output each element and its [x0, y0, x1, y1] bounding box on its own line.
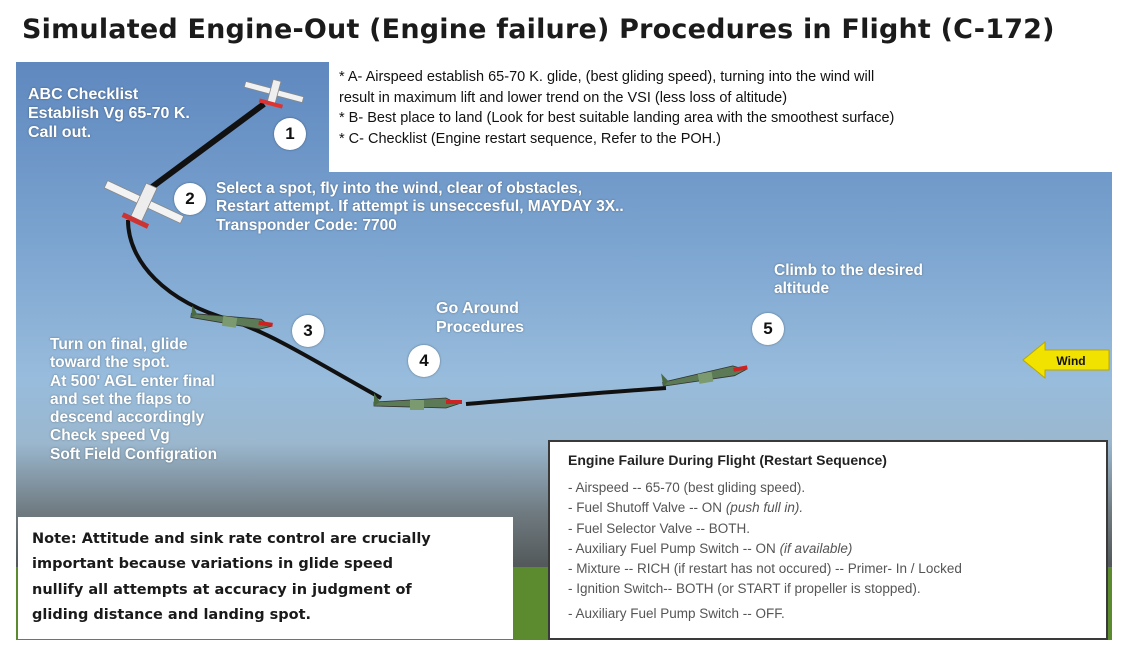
note-box: Note: Attitude and sink rate control are… — [18, 517, 513, 639]
step-4-badge: 4 — [408, 345, 440, 377]
note-line: gliding distance and landing spot. — [32, 607, 312, 624]
wind-arrow-icon: Wind — [1022, 340, 1110, 380]
note-line: Note: Attitude and sink rate control are… — [32, 531, 431, 547]
airplane-3-icon — [190, 305, 273, 330]
step-1-badge: 1 — [274, 118, 306, 150]
step-5-text: Climb to the desired altitude — [774, 262, 923, 298]
sequence-item: - Mixture -- RICH (if restart has not oc… — [568, 561, 962, 576]
abc-line: result in maximum lift and lower trend o… — [339, 89, 788, 106]
airplane-5-icon — [661, 365, 748, 387]
sequence-item: - Auxiliary Fuel Pump Switch -- ON (if a… — [568, 540, 853, 556]
sequence-item: - Auxiliary Fuel Pump Switch -- OFF. — [568, 605, 785, 621]
abc-line: * C- Checklist (Engine restart sequence,… — [339, 131, 721, 148]
page-title: Simulated Engine-Out (Engine failure) Pr… — [22, 14, 1055, 45]
restart-sequence-box: Engine Failure During Flight (Restart Se… — [548, 440, 1108, 640]
restart-sequence-title: Engine Failure During Flight (Restart Se… — [568, 452, 887, 468]
flight-path — [103, 78, 748, 410]
sequence-item: - Fuel Shutoff Valve -- ON (push full in… — [568, 500, 804, 516]
step-5-badge: 5 — [752, 313, 784, 345]
note-line: nullify all attempts at accuracy in judg… — [32, 581, 412, 598]
flight-path-line — [465, 386, 667, 406]
sequence-item: - Airspeed -- 65-70 (best gliding speed)… — [568, 480, 806, 495]
abc-line: * A- Airspeed establish 65-70 K. glide, … — [339, 69, 875, 85]
flight-path-line — [146, 101, 266, 193]
abc-explanation-box: * A- Airspeed establish 65-70 K. glide, … — [329, 62, 1112, 172]
airplane-2-icon — [103, 180, 185, 229]
note-line: important because variations in glide sp… — [32, 556, 394, 573]
airplane-1-icon — [243, 78, 305, 109]
sequence-item: - Fuel Selector Valve -- BOTH. — [568, 520, 751, 536]
step-3-text: Turn on final, glide toward the spot. At… — [50, 336, 218, 463]
wind-label: Wind — [1056, 354, 1085, 368]
airplane-4-icon — [373, 393, 462, 410]
step-2-text: Select a spot, fly into the wind, clear … — [216, 180, 624, 234]
abc-line: * B- Best place to land (Look for best s… — [339, 110, 895, 127]
step-3-badge: 3 — [292, 315, 324, 347]
flight-scene: * A- Airspeed establish 65-70 K. glide, … — [16, 62, 1112, 640]
step-4-text: Go Around Procedures — [436, 300, 525, 336]
step-1-text: ABC Checklist Establish Vg 65-70 K. Call… — [28, 86, 190, 141]
step-2-badge: 2 — [174, 183, 206, 215]
sequence-item: - Ignition Switch-- BOTH (or START if pr… — [568, 581, 921, 597]
